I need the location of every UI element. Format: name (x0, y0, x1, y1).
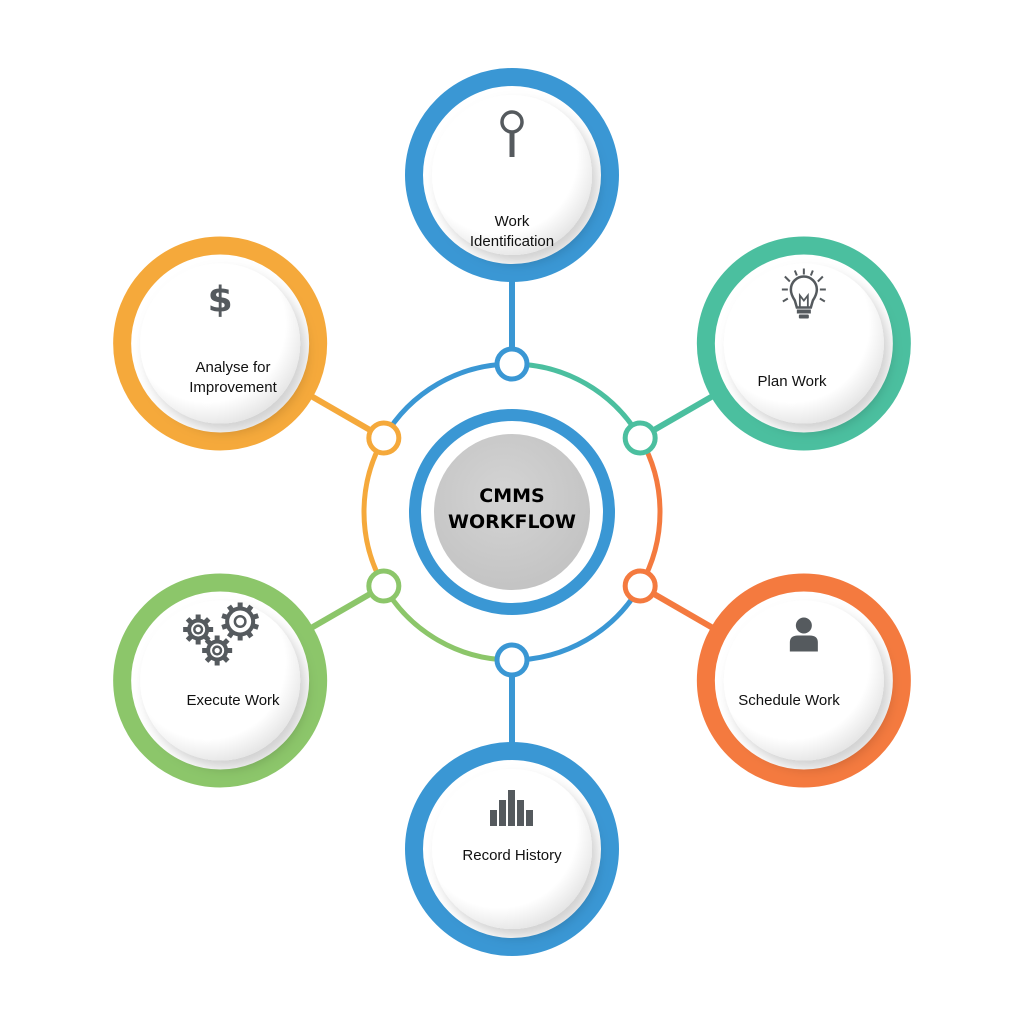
node-inner-disc (723, 600, 884, 761)
workflow-node (113, 573, 328, 788)
orbit-ring (361, 361, 663, 663)
junction-dot (622, 420, 658, 456)
node-inner-disc (432, 769, 592, 929)
workflow-node (696, 236, 911, 451)
junction-dot (366, 420, 402, 456)
node-label-plan-work: Plan Work (757, 373, 827, 390)
center-hub (409, 409, 615, 615)
orbit-arc (381, 584, 513, 663)
node-label-record-history: Record History (462, 847, 562, 864)
orbit-arc (511, 361, 643, 440)
orbit-arc (638, 436, 663, 588)
node-label-schedule-work: Schedule Work (738, 692, 840, 709)
workflow-node (405, 742, 619, 956)
gears-icon (183, 602, 259, 666)
workflow-node (696, 573, 911, 788)
node-inner-disc (723, 263, 884, 424)
dollar-icon: $ (208, 280, 233, 321)
bar-chart-icon (490, 790, 533, 826)
svg-text:$: $ (208, 280, 233, 321)
orbit-arc (511, 584, 643, 663)
magnifier-icon (500, 110, 524, 157)
junction-dot (622, 568, 658, 604)
workflow-node (405, 68, 619, 282)
node-label-analyse-for-improvement: Analyse for Improvement (189, 359, 277, 396)
center-disc (434, 434, 590, 590)
workflow-nodes: $ (113, 68, 911, 956)
junction-dot (494, 642, 530, 678)
junction-dot (494, 346, 530, 382)
person-icon (789, 617, 818, 652)
junction-dot (366, 568, 402, 604)
center-title: CMMS WORKFLOW (448, 485, 576, 533)
node-label-work-identification: Work Identification (469, 213, 555, 250)
node-inner-disc (140, 263, 301, 424)
node-label-execute-work: Execute Work (186, 692, 280, 709)
orbit-arc (361, 436, 386, 588)
workflow-node: $ (113, 236, 328, 451)
node-inner-disc (432, 95, 592, 255)
junction-dots (366, 346, 658, 678)
orbit-arc (381, 361, 513, 440)
lightbulb-icon (781, 268, 826, 319)
node-inner-disc (140, 600, 301, 761)
